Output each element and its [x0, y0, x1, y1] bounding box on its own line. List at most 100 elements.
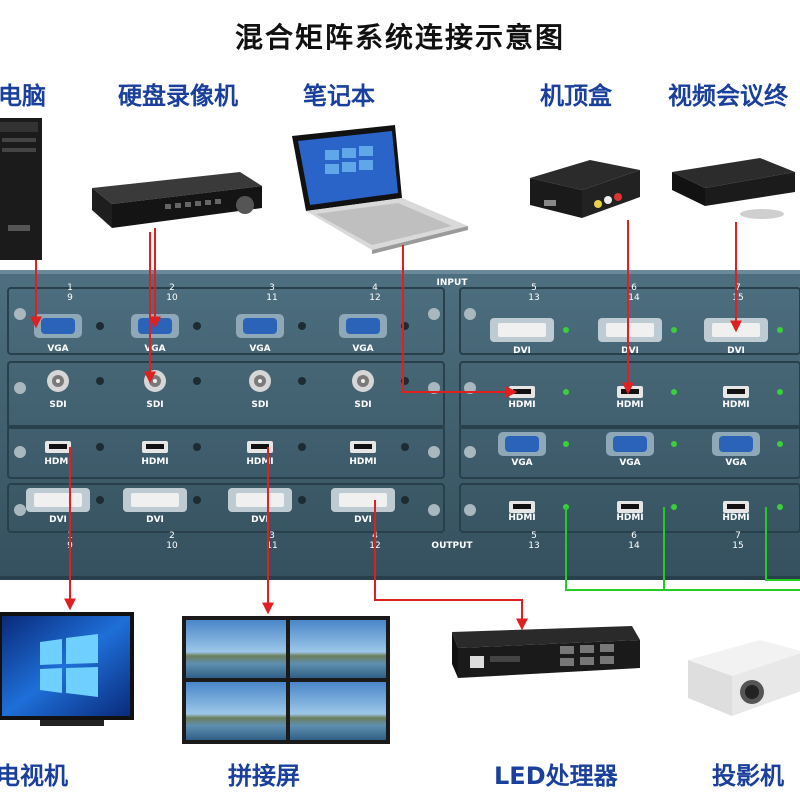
port-vga-inner: [243, 318, 277, 334]
card-slot-right: [459, 361, 800, 429]
channel-number-top: 10: [166, 293, 178, 303]
screw-icon: [428, 308, 440, 320]
port-label: SDI: [49, 400, 66, 410]
port-dvi-inner: [498, 323, 546, 337]
label-dvr: 硬盘录像机: [118, 82, 238, 110]
port-sdi-pin: [361, 379, 365, 383]
channel-number-bottom: 2: [169, 531, 175, 541]
port-label: HDMI: [246, 457, 273, 467]
screw-icon: [428, 446, 440, 458]
indicator-icon: [298, 443, 306, 451]
card-slot-left: [7, 287, 445, 355]
indicator-icon: [671, 389, 677, 395]
indicator-icon: [298, 322, 306, 330]
indicator-icon: [777, 504, 783, 510]
cable-green-1: [565, 507, 800, 591]
port-label: VGA: [725, 458, 746, 468]
port-label: HDMI: [722, 513, 749, 523]
video-conference-icon: [672, 158, 795, 219]
label-video-wall: 拼接屏: [228, 762, 300, 790]
port-label: VGA: [144, 344, 165, 354]
screw-icon: [428, 504, 440, 516]
label-laptop: 笔记本: [303, 82, 375, 110]
screw-icon: [14, 504, 26, 516]
port-dvi-inner: [131, 493, 179, 507]
settop-box-icon: [530, 160, 640, 218]
port-label: HDMI: [616, 400, 643, 410]
indicator-icon: [671, 441, 677, 447]
output-label: OUTPUT: [431, 541, 473, 551]
channel-number-bottom: 3: [269, 531, 275, 541]
port-hdmi-inner: [513, 504, 531, 509]
screw-icon: [14, 382, 26, 394]
port-label: DVI: [513, 346, 531, 356]
port-hdmi-inner: [621, 504, 639, 509]
channel-number-top: 13: [528, 293, 539, 303]
label-video-conference: 视频会议终: [668, 82, 788, 110]
port-sdi-pin: [153, 379, 157, 383]
indicator-icon: [563, 327, 569, 333]
indicator-icon: [96, 443, 104, 451]
port-dvi-inner: [339, 493, 387, 507]
channel-number-top: 2: [169, 283, 175, 293]
port-sdi-pin: [56, 379, 60, 383]
channel-number-bottom: 7: [735, 531, 741, 541]
dvr-icon: [92, 172, 262, 228]
indicator-icon: [96, 322, 104, 330]
port-label: DVI: [354, 515, 372, 525]
computer-tower-icon: [0, 118, 42, 260]
indicator-icon: [96, 377, 104, 385]
port-label: HDMI: [722, 400, 749, 410]
port-hdmi-inner: [727, 504, 745, 509]
port-label: HDMI: [508, 513, 535, 523]
tv-monitor-icon: [0, 612, 134, 726]
channel-number-bottom: 14: [628, 541, 640, 551]
label-computer: 电脑: [0, 82, 46, 110]
channel-number-bottom: 10: [166, 541, 178, 551]
input-label: INPUT: [437, 278, 469, 288]
port-label: HDMI: [508, 400, 535, 410]
channel-number-bottom: 6: [631, 531, 637, 541]
card-slot-left: [7, 425, 445, 479]
screw-icon: [464, 308, 476, 320]
port-label: DVI: [727, 346, 745, 356]
channel-number-top: 6: [631, 283, 637, 293]
label-settop-box: 机顶盒: [540, 82, 612, 110]
port-label: DVI: [621, 346, 639, 356]
card-slot-left: [7, 361, 445, 429]
port-hdmi-inner: [621, 389, 639, 394]
port-hdmi-inner: [146, 444, 164, 449]
label-projector: 投影机: [712, 762, 784, 790]
port-label: HDMI: [44, 457, 71, 467]
channel-number-bottom: 13: [528, 541, 539, 551]
indicator-icon: [777, 441, 783, 447]
port-label: DVI: [49, 515, 67, 525]
channel-number-top: 3: [269, 283, 275, 293]
channel-number-top: 1: [67, 283, 73, 293]
port-label: SDI: [251, 400, 268, 410]
port-label: SDI: [354, 400, 371, 410]
port-hdmi-inner: [49, 444, 67, 449]
indicator-icon: [298, 496, 306, 504]
cable-green-3: [765, 507, 800, 581]
port-vga-inner: [505, 436, 539, 452]
led-processor-icon: [452, 626, 640, 678]
screw-icon: [464, 504, 476, 516]
indicator-icon: [563, 441, 569, 447]
port-sdi-pin: [258, 379, 262, 383]
indicator-icon: [193, 443, 201, 451]
cable-laptop-hdmi: [402, 245, 518, 398]
port-hdmi-inner: [513, 389, 531, 394]
screw-icon: [14, 308, 26, 320]
indicator-icon: [777, 389, 783, 395]
label-led-processor: LED处理器: [494, 762, 618, 790]
port-label: SDI: [146, 400, 163, 410]
channel-number-bottom: 11: [266, 541, 277, 551]
port-label: VGA: [47, 344, 68, 354]
laptop-icon: [292, 125, 468, 254]
port-label: DVI: [251, 515, 269, 525]
video-wall-icon: [182, 616, 390, 744]
card-slot-right: [459, 483, 800, 533]
channel-number-top: 14: [628, 293, 640, 303]
channel-number-top: 15: [732, 293, 743, 303]
